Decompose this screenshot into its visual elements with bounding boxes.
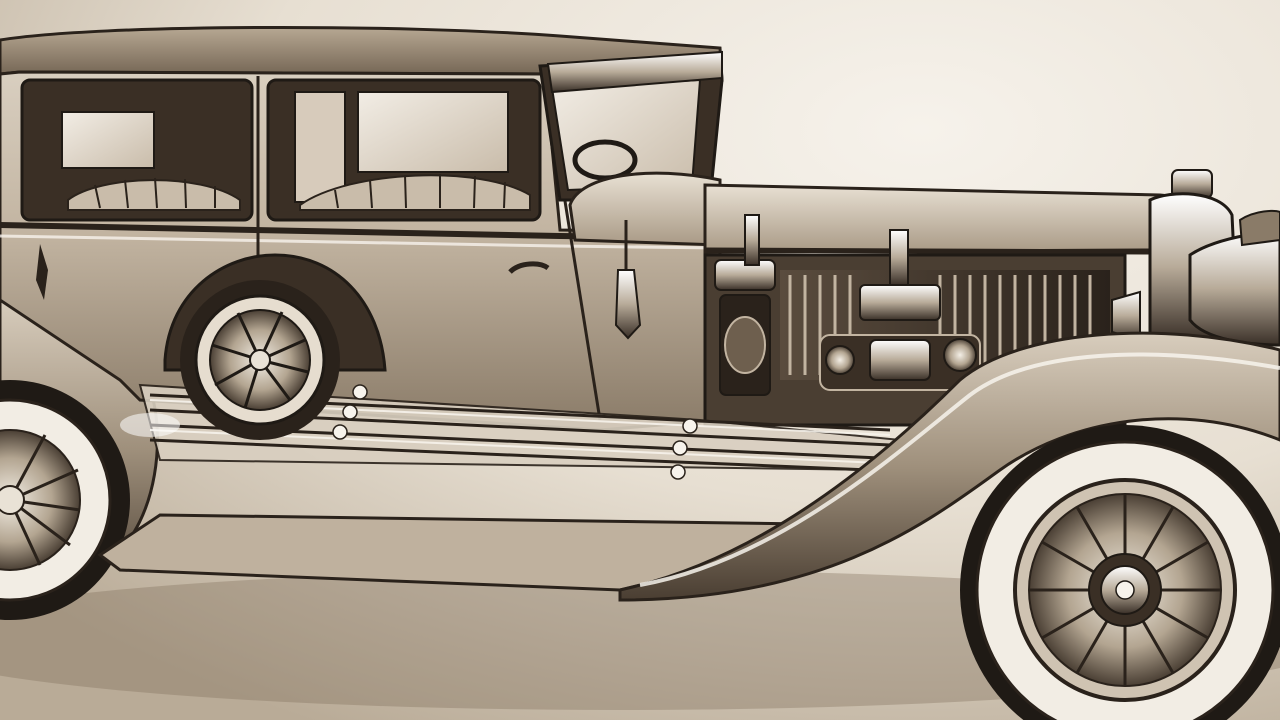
door-handle <box>508 261 550 274</box>
cowl-lamp <box>614 269 642 340</box>
front-wheel <box>960 425 1280 720</box>
engine-block <box>714 214 981 396</box>
front-fender <box>618 331 1280 602</box>
hood <box>703 183 1190 254</box>
windshield-assembly <box>538 50 724 340</box>
front-door-window <box>357 91 509 173</box>
light-glow <box>120 413 180 437</box>
rear-window <box>61 111 155 169</box>
rear-seat <box>67 177 241 211</box>
windshield-visor <box>546 50 723 94</box>
rear-lamp <box>36 244 48 300</box>
front-seat <box>299 174 531 211</box>
car-body <box>0 25 724 432</box>
spare-wheel <box>163 253 387 440</box>
radiator-front <box>1111 169 1280 347</box>
cowl <box>568 171 722 247</box>
headlamp <box>1188 230 1280 347</box>
ground-shadow <box>0 570 1280 710</box>
running-board <box>97 331 1280 602</box>
